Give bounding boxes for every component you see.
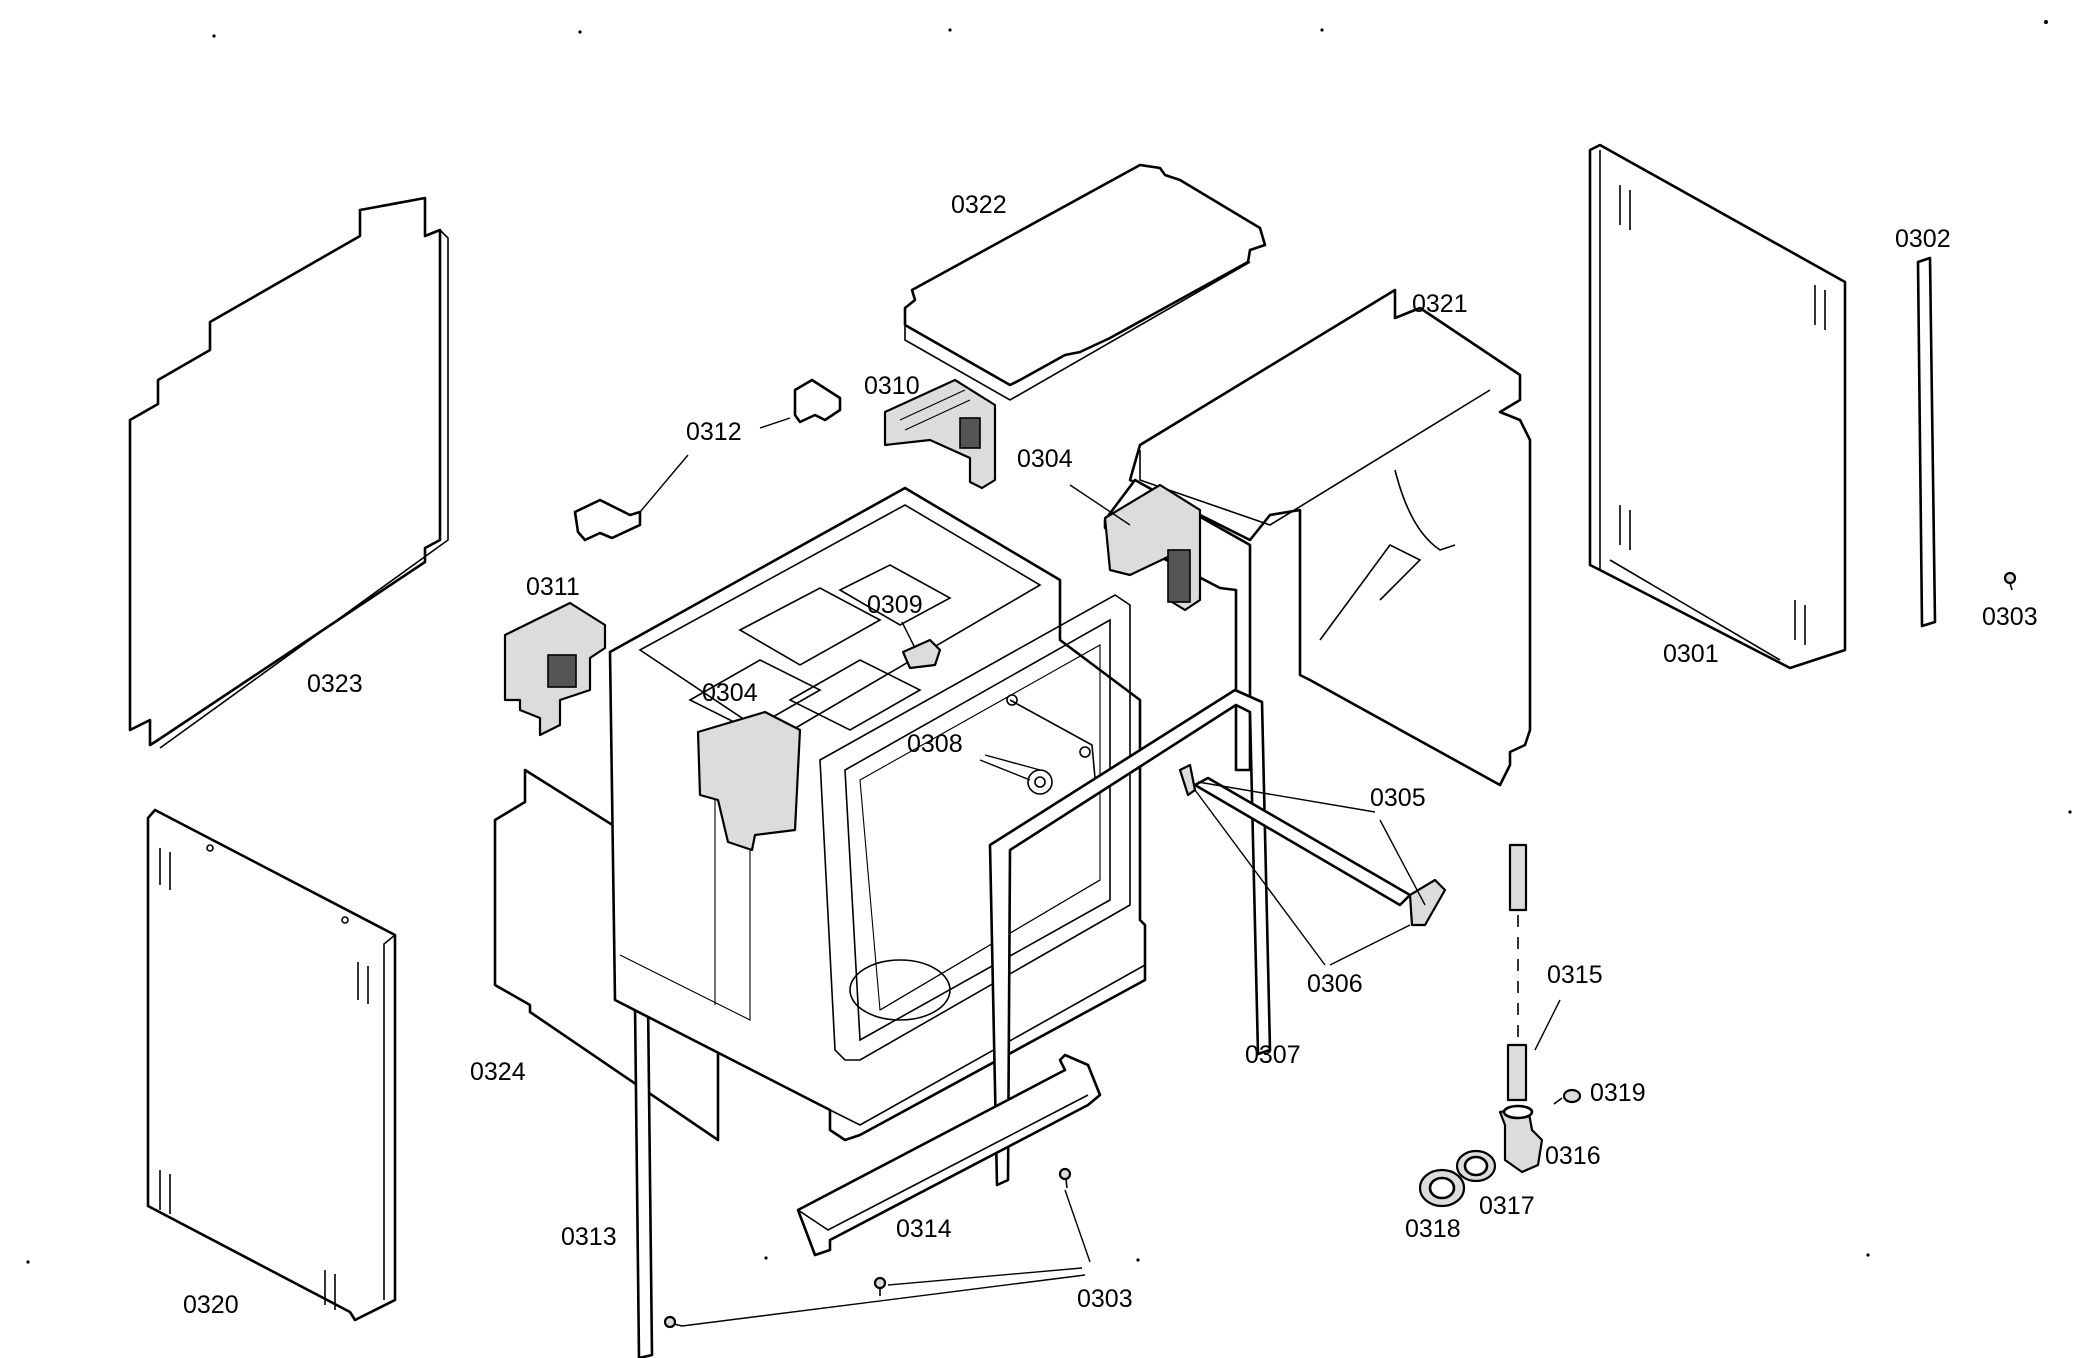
- part-0315-hose: [1506, 843, 1528, 1102]
- callout-0303-right: 0303: [1982, 603, 2038, 631]
- part-0312-brackets: [573, 378, 842, 542]
- callout-0315: 0315: [1547, 961, 1603, 989]
- part-0319-screw: [1553, 1088, 1582, 1105]
- callout-labels: 0301 0302 0303 0303 0304 0304 0305 0306 …: [183, 191, 2038, 1319]
- callout-0307: 0307: [1245, 1041, 1301, 1069]
- part-0305-0306-hinge-bars: [1178, 763, 1447, 927]
- callout-0309: 0309: [867, 591, 923, 619]
- callout-0322: 0322: [951, 191, 1007, 219]
- callout-0308: 0308: [907, 730, 963, 758]
- part-0301-side-panel-right: [1588, 143, 1847, 670]
- callout-0305: 0305: [1370, 784, 1426, 812]
- callout-0313: 0313: [561, 1223, 617, 1251]
- scan-specks: [26, 20, 2072, 1264]
- part-0323-side-panel-left: [128, 196, 449, 749]
- part-0317-nut: [1455, 1149, 1497, 1183]
- callout-0301: 0301: [1663, 640, 1719, 668]
- callout-0302: 0302: [1895, 225, 1951, 253]
- callout-0324: 0324: [470, 1058, 526, 1086]
- part-0318-cap: [1418, 1168, 1466, 1208]
- callout-0321: 0321: [1412, 290, 1468, 318]
- callout-0310: 0310: [864, 372, 920, 400]
- part-0304-units: [696, 483, 1202, 852]
- part-0313-gasket-strip: [633, 998, 654, 1358]
- callout-0318: 0318: [1405, 1215, 1461, 1243]
- part-0314-toe-rail: [796, 1053, 1102, 1257]
- callout-0317: 0317: [1479, 1192, 1535, 1220]
- part-0316-outlet: [1498, 1104, 1544, 1174]
- part-0311-control-module: [503, 601, 607, 737]
- callout-0303-bottom: 0303: [1077, 1285, 1133, 1313]
- callout-0316: 0316: [1545, 1142, 1601, 1170]
- callout-0323: 0323: [307, 670, 363, 698]
- callout-0312: 0312: [686, 418, 742, 446]
- part-0307-door-gasket: [988, 688, 1272, 1187]
- callout-0306: 0306: [1307, 970, 1363, 998]
- callout-0319: 0319: [1590, 1079, 1646, 1107]
- part-0309-clip: [901, 638, 942, 670]
- callout-0314: 0314: [896, 1215, 952, 1243]
- callout-0320: 0320: [183, 1291, 239, 1319]
- callout-0304-top: 0304: [1017, 445, 1073, 473]
- part-0320-side-panel-lower-left: [146, 808, 397, 1322]
- callout-0311: 0311: [526, 573, 580, 601]
- leader-lines: [639, 417, 1561, 1327]
- part-0322-top-plate: [903, 163, 1267, 401]
- part-0303-screws: [663, 571, 2017, 1329]
- part-0310-control-module: [883, 378, 997, 490]
- callout-0304-mid: 0304: [702, 679, 758, 707]
- part-0302-edge-strip: [1916, 256, 1937, 628]
